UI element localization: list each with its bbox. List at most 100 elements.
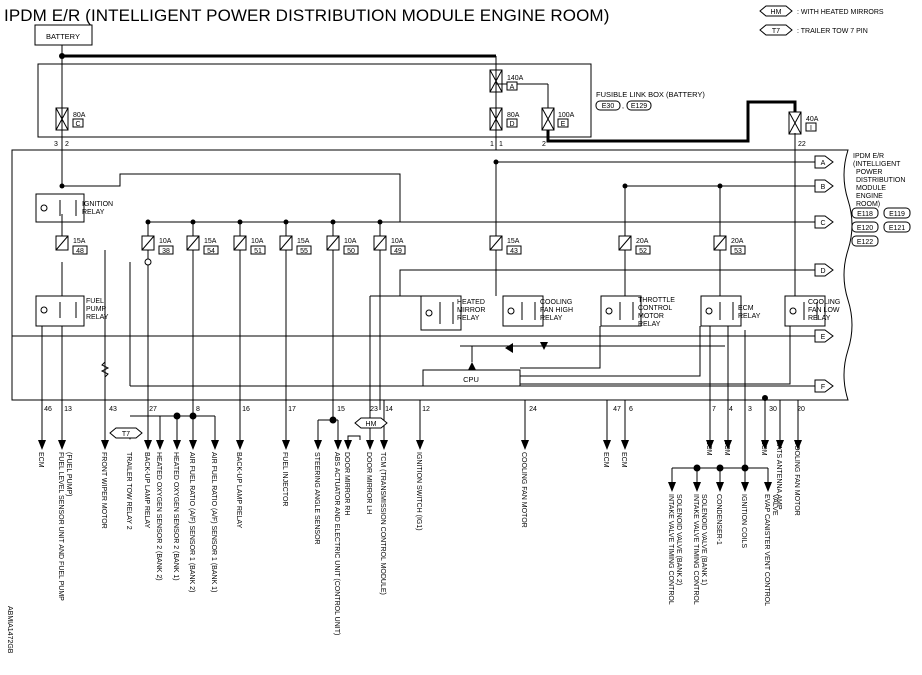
svg-text:51: 51 [254, 248, 262, 255]
flag-c [814, 215, 834, 229]
svg-text:RELAY: RELAY [457, 315, 480, 322]
svg-text:ECM: ECM [620, 452, 627, 468]
svg-text:30: 30 [769, 406, 777, 413]
svg-text:47: 47 [613, 406, 621, 413]
splice-dots [59, 53, 768, 472]
legend: HM : WITH HEATED MIRRORS T7 : TRAILER TO… [122, 9, 884, 438]
svg-text:(FUEL PUMP): (FUEL PUMP) [65, 452, 72, 496]
flag-d [814, 263, 834, 277]
flag-e [814, 329, 834, 343]
svg-text:DOOR MIRROR LH: DOOR MIRROR LH [365, 452, 372, 514]
svg-text:COOLING FAN MOTOR: COOLING FAN MOTOR [793, 440, 800, 516]
svg-text:T7: T7 [122, 431, 130, 438]
svg-text:10A: 10A [344, 238, 357, 245]
svg-text:IPDM E/R: IPDM E/R [853, 153, 884, 160]
svg-text:D: D [509, 121, 514, 128]
fusible-link-labels: 80A C 140A A 80A D 100A E 40A I [72, 75, 819, 132]
flag-b [814, 179, 834, 193]
svg-text:HM: HM [366, 421, 377, 428]
svg-text:7: 7 [712, 406, 716, 413]
svg-text:100A: 100A [558, 112, 575, 119]
svg-text:20A: 20A [636, 238, 649, 245]
svg-text:FUEL INJECTOR: FUEL INJECTOR [281, 452, 288, 506]
svg-text:15: 15 [337, 406, 345, 413]
svg-text:AIR FUEL RATIO (A/F) SENSOR 1: AIR FUEL RATIO (A/F) SENSOR 1 (BANK 2) [188, 452, 195, 592]
svg-text:20: 20 [797, 406, 805, 413]
svg-text:: WITH HEATED MIRRORS: : WITH HEATED MIRRORS [797, 9, 884, 16]
svg-text:RELAY: RELAY [638, 321, 661, 328]
svg-text:C: C [820, 220, 825, 227]
svg-text:INTAKE VALVE TIMING CONTROL: INTAKE VALVE TIMING CONTROL [692, 494, 699, 605]
svg-text:FUEL LEVEL SENSOR UNIT AND FUE: FUEL LEVEL SENSOR UNIT AND FUEL PUMP [57, 452, 64, 601]
svg-text:2: 2 [65, 141, 69, 148]
svg-text:CONDENSER-1: CONDENSER-1 [715, 494, 722, 545]
svg-text:22: 22 [798, 141, 806, 148]
svg-text:23: 23 [370, 406, 378, 413]
svg-text:10A: 10A [159, 238, 172, 245]
svg-text:38: 38 [162, 248, 170, 255]
svg-text:ENGINE: ENGINE [856, 193, 883, 200]
svg-text:E118: E118 [857, 211, 873, 218]
fuse-diagonals [55, 235, 727, 251]
svg-text:13: 13 [64, 406, 72, 413]
svg-text:10A: 10A [251, 238, 264, 245]
svg-text:ECM: ECM [37, 452, 44, 468]
t7-tag [109, 427, 143, 439]
svg-text:D: D [820, 268, 825, 275]
ipdm-connector-shapes [851, 207, 911, 247]
svg-text:: TRAILER TOW 7 PIN: : TRAILER TOW 7 PIN [797, 28, 868, 35]
svg-text:I: I [810, 125, 812, 132]
svg-text:6: 6 [629, 406, 633, 413]
svg-text:15A: 15A [297, 238, 310, 245]
svg-text:ECM: ECM [760, 440, 767, 456]
svg-text:CONTROL: CONTROL [638, 305, 672, 312]
svg-text:HEATED OXYGEN SENSOR 2 (BANK 2: HEATED OXYGEN SENSOR 2 (BANK 2) [155, 452, 162, 581]
svg-text:A: A [510, 84, 515, 91]
svg-text:B: B [821, 184, 826, 191]
svg-text:BACK-UP LAMP RELAY: BACK-UP LAMP RELAY [143, 452, 150, 529]
svg-text:MOTOR: MOTOR [638, 313, 664, 320]
svg-text:140A: 140A [507, 75, 524, 82]
svg-text:15A: 15A [507, 238, 520, 245]
svg-text:C: C [75, 121, 80, 128]
svg-text:IGNITION SWITCH (IG1): IGNITION SWITCH (IG1) [415, 452, 422, 531]
connection-flags [814, 155, 834, 393]
svg-text:POWER: POWER [856, 169, 882, 176]
svg-text:17: 17 [288, 406, 296, 413]
svg-text:COOLING: COOLING [808, 299, 840, 306]
svg-text:E121: E121 [889, 225, 905, 232]
svg-text:ABS ACTUATOR AND ELECTRIC UNIT: ABS ACTUATOR AND ELECTRIC UNIT (CONTROL … [333, 452, 340, 635]
svg-text:THROTTLE: THROTTLE [638, 297, 675, 304]
svg-text:DISTRIBUTION: DISTRIBUTION [856, 177, 905, 184]
ipdm-label: IPDM E/R (INTELLIGENT POWER DISTRIBUTION… [853, 153, 905, 208]
svg-text:FRONT WIPER MOTOR: FRONT WIPER MOTOR [100, 452, 107, 529]
svg-text:E120: E120 [857, 225, 873, 232]
svg-text:55: 55 [300, 248, 308, 255]
svg-text:1: 1 [490, 141, 494, 148]
cpu-label: CPU [463, 375, 479, 384]
legend-shapes [109, 5, 793, 439]
load-labels: ECM FUEL LEVEL SENSOR UNIT AND FUEL PUMP… [37, 440, 800, 635]
svg-text:48: 48 [76, 248, 84, 255]
battery-label: BATTERY [46, 32, 80, 41]
hm-tag [354, 417, 388, 429]
svg-text:15A: 15A [73, 238, 86, 245]
svg-text:HEATED: HEATED [457, 299, 485, 306]
flag-a [814, 155, 834, 169]
svg-text:T7: T7 [772, 28, 780, 35]
bottom-pins: 46 13 43 27 8 16 17 15 23 14 12 24 47 6 … [44, 406, 805, 413]
svg-text:,: , [622, 103, 624, 110]
fusible-link-box-connectors: E30 , E129 [595, 100, 652, 111]
diagram-title: IPDM E/R (INTELLIGENT POWER DISTRIBUTION… [4, 6, 610, 25]
svg-text:A: A [821, 160, 826, 167]
svg-text:20A: 20A [731, 238, 744, 245]
svg-text:SOLENOID VALVE (BANK 2): SOLENOID VALVE (BANK 2) [675, 494, 682, 585]
svg-text:54: 54 [207, 248, 215, 255]
svg-text:ECM: ECM [738, 305, 754, 312]
svg-text:53: 53 [734, 248, 742, 255]
svg-text:EVAP CANISTER VENT CONTROL: EVAP CANISTER VENT CONTROL [763, 494, 770, 606]
svg-text:INTAKE VALVE TIMING CONTROL: INTAKE VALVE TIMING CONTROL [667, 494, 674, 605]
svg-text:24: 24 [529, 406, 537, 413]
